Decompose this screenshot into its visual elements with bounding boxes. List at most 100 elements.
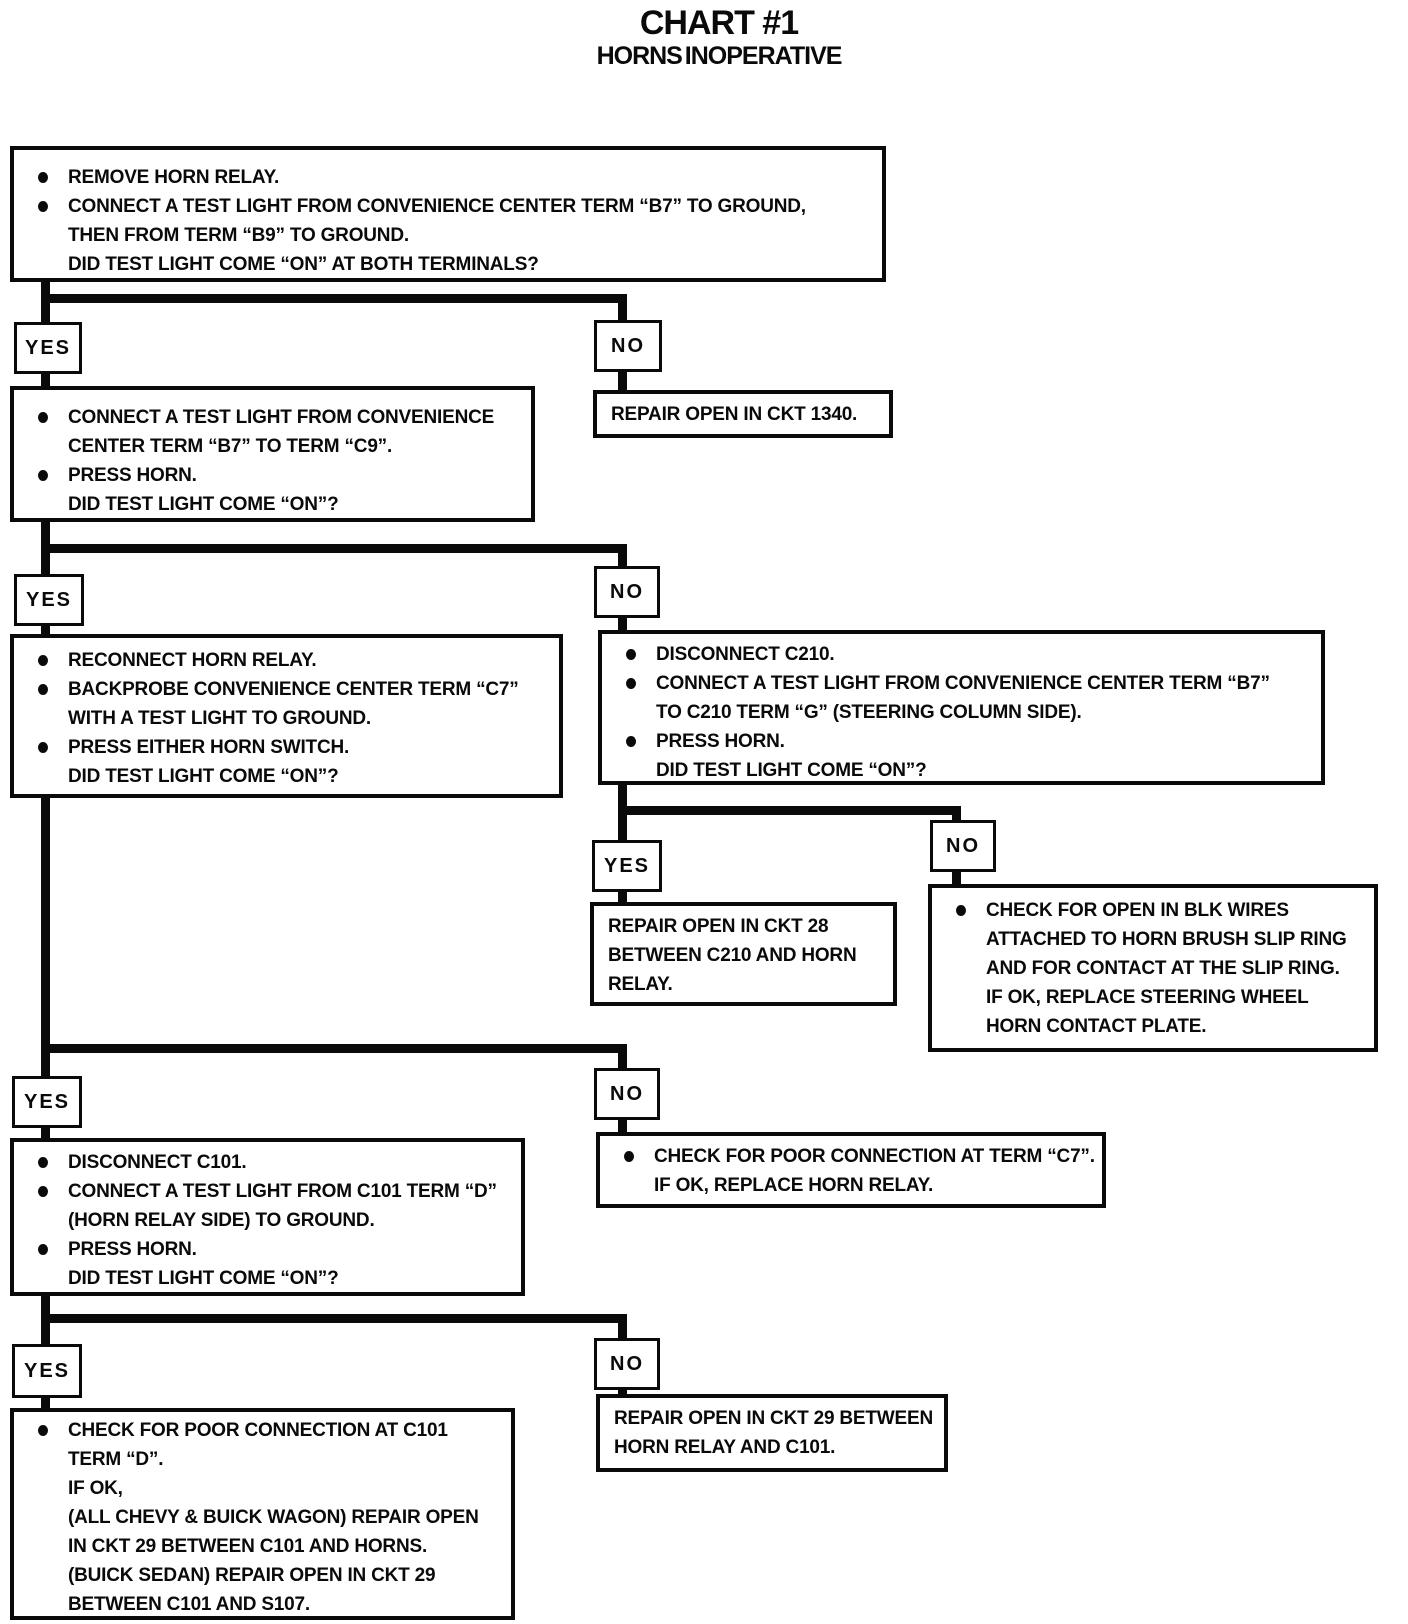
decision-yes-3: YES <box>592 840 662 892</box>
connector-line <box>41 544 627 553</box>
text-line: BETWEEN C101 AND S107. <box>30 1590 505 1619</box>
bullet-icon <box>618 669 656 698</box>
text-line: AND FOR CONTACT AT THE SLIP RING. <box>948 954 1368 983</box>
text-line: DISCONNECT C210. <box>618 640 1315 669</box>
text-line: DID TEST LIGHT COME “ON”? <box>30 762 553 791</box>
bullet-icon <box>30 1416 68 1445</box>
decision-no-1: NO <box>594 320 662 372</box>
bullet-spacer <box>30 490 68 519</box>
line-text: HORN RELAY AND C101. <box>614 1437 836 1458</box>
text-line: CONNECT A TEST LIGHT FROM CONVENIENCE CE… <box>30 192 876 221</box>
line-text: REPAIR OPEN IN CKT 29 BETWEEN <box>614 1408 933 1429</box>
text-line: DID TEST LIGHT COME “ON” AT BOTH TERMINA… <box>30 250 876 279</box>
line-text: PRESS HORN. <box>68 1239 197 1260</box>
line-text: REPAIR OPEN IN CKT 28 <box>608 916 829 937</box>
text-line: CHECK FOR POOR CONNECTION AT C101 <box>30 1416 505 1445</box>
decision-no-5: NO <box>594 1338 660 1390</box>
decision-yes-5: YES <box>12 1344 82 1398</box>
connector-line <box>41 1044 627 1053</box>
connector-line <box>618 812 627 842</box>
step-box-test-b7-c9: CONNECT A TEST LIGHT FROM CONVENIENCE CEN… <box>10 386 535 522</box>
text-line: IF OK, REPLACE HORN RELAY. <box>616 1171 1096 1200</box>
bullet-spacer <box>30 1561 68 1590</box>
connector-line <box>41 366 50 386</box>
connector-line <box>41 1050 50 1076</box>
line-text: DID TEST LIGHT COME “ON”? <box>68 766 339 787</box>
bullet-spacer <box>30 221 68 250</box>
line-text: HORN CONTACT PLATE. <box>986 1016 1207 1037</box>
bullet-icon <box>30 192 68 221</box>
line-text: AND FOR CONTACT AT THE SLIP RING. <box>986 958 1340 979</box>
text-line: RELAY. <box>608 970 887 999</box>
text-line: WITH A TEST LIGHT TO GROUND. <box>30 704 553 733</box>
line-text: CHECK FOR POOR CONNECTION AT C101 <box>68 1420 448 1441</box>
line-text: BACKPROBE CONVENIENCE CENTER TERM “C7” <box>68 679 519 700</box>
bullet-icon <box>948 896 986 925</box>
connector-line <box>618 610 627 632</box>
text-line: PRESS HORN. <box>30 461 525 490</box>
line-text: BETWEEN C210 AND HORN <box>608 945 857 966</box>
line-text: CONNECT A TEST LIGHT FROM C101 TERM “D” <box>68 1181 497 1202</box>
text-line: PRESS EITHER HORN SWITCH. <box>30 733 553 762</box>
connector-line <box>41 1320 50 1344</box>
bullet-icon <box>30 675 68 704</box>
text-line: BACKPROBE CONVENIENCE CENTER TERM “C7” <box>30 675 553 704</box>
text-line: TO C210 TERM “G” (STEERING COLUMN SIDE). <box>618 698 1315 727</box>
line-text: (ALL CHEVY & BUICK WAGON) REPAIR OPEN <box>68 1507 479 1528</box>
text-line: ATTACHED TO HORN BRUSH SLIP RING <box>948 925 1368 954</box>
text-line: PRESS HORN. <box>618 727 1315 756</box>
text-line: CHECK FOR OPEN IN BLK WIRES <box>948 896 1368 925</box>
text-line: DID TEST LIGHT COME “ON”? <box>30 490 525 519</box>
result-box-check-blk-wires: CHECK FOR OPEN IN BLK WIRES ATTACHED TO H… <box>928 884 1378 1052</box>
step-box-disconnect-c210: DISCONNECT C210.CONNECT A TEST LIGHT FRO… <box>598 630 1325 785</box>
connector-line <box>618 364 627 392</box>
text-line: IF OK, REPLACE STEERING WHEEL <box>948 983 1368 1012</box>
decision-yes-1: YES <box>14 322 82 374</box>
text-line: TERM “D”. <box>30 1445 505 1474</box>
connector-line <box>41 618 50 636</box>
line-text: PRESS HORN. <box>656 731 785 752</box>
line-text: CHECK FOR OPEN IN BLK WIRES <box>986 900 1289 921</box>
text-line: CENTER TERM “B7” TO TERM “C9”. <box>30 432 525 461</box>
line-text: DID TEST LIGHT COME “ON”? <box>68 1268 339 1289</box>
bullet-icon <box>618 640 656 669</box>
connector-line <box>41 550 50 578</box>
decision-yes-4: YES <box>12 1076 82 1128</box>
line-text: RECONNECT HORN RELAY. <box>68 650 317 671</box>
bullet-icon <box>30 1235 68 1264</box>
bullet-spacer <box>948 925 986 954</box>
line-text: CENTER TERM “B7” TO TERM “C9”. <box>68 436 393 457</box>
connector-line <box>41 300 50 326</box>
bullet-spacer <box>30 1532 68 1561</box>
text-line: RECONNECT HORN RELAY. <box>30 646 553 675</box>
connector-line <box>952 812 961 824</box>
line-text: DID TEST LIGHT COME “ON”? <box>68 494 339 515</box>
text-line: HORN RELAY AND C101. <box>614 1433 938 1462</box>
text-line: (BUICK SEDAN) REPAIR OPEN IN CKT 29 <box>30 1561 505 1590</box>
line-text: ATTACHED TO HORN BRUSH SLIP RING <box>986 929 1347 950</box>
text-line: DISCONNECT C101. <box>30 1148 515 1177</box>
line-text: TO C210 TERM “G” (STEERING COLUMN SIDE). <box>656 702 1082 723</box>
line-text: WITH A TEST LIGHT TO GROUND. <box>68 708 371 729</box>
bullet-spacer <box>30 432 68 461</box>
connector-line <box>41 278 50 300</box>
connector-line <box>618 1110 627 1132</box>
step-box-backprobe-c7: RECONNECT HORN RELAY. BACKPROBE CONVENIEN… <box>10 634 563 798</box>
bullet-spacer <box>30 704 68 733</box>
text-line: CONNECT A TEST LIGHT FROM CONVENIENCE <box>30 403 525 432</box>
text-line: DID TEST LIGHT COME “ON”? <box>618 756 1315 785</box>
bullet-spacer <box>30 250 68 279</box>
connector-line <box>618 1050 627 1068</box>
connector-line <box>618 806 961 815</box>
bullet-spacer <box>616 1171 654 1200</box>
line-text: CONNECT A TEST LIGHT FROM CONVENIENCE CE… <box>68 196 806 217</box>
bullet-spacer <box>618 698 656 727</box>
line-text: DID TEST LIGHT COME “ON” AT BOTH TERMINA… <box>68 254 539 275</box>
line-text: (BUICK SEDAN) REPAIR OPEN IN CKT 29 <box>68 1565 436 1586</box>
decision-yes-2: YES <box>14 574 84 626</box>
step-box-disconnect-c101: DISCONNECT C101. CONNECT A TEST LIGHT FRO… <box>10 1138 525 1296</box>
text-line: CHECK FOR POOR CONNECTION AT TERM “C7”. <box>616 1142 1096 1171</box>
bullet-icon <box>30 403 68 432</box>
step-box-remove-horn-relay: REMOVE HORN RELAY.CONNECT A TEST LIGHT F… <box>10 146 886 282</box>
